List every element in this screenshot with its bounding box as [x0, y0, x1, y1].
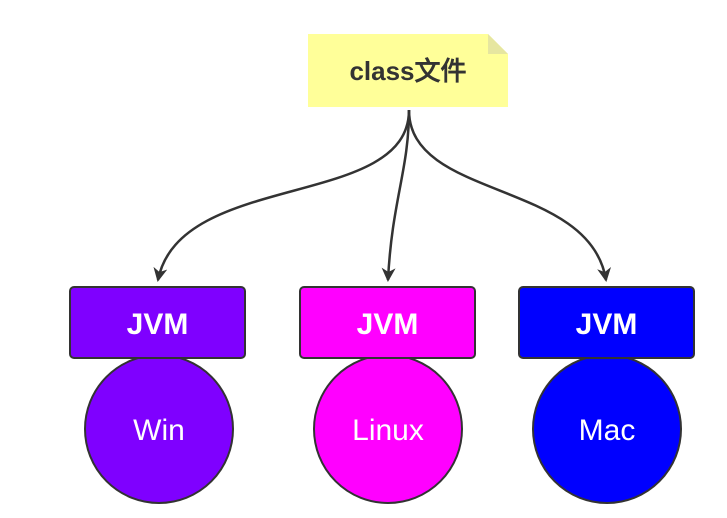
arrow-to-mac: [407, 109, 611, 282]
jvm-box-linux: [299, 286, 476, 359]
jvm-label-mac: JVM: [576, 308, 638, 341]
connectors: [153, 109, 611, 282]
os-label-win: Win: [133, 414, 185, 447]
target-mac: JVM Mac: [518, 286, 695, 504]
jvm-label-win: JVM: [127, 308, 189, 341]
note-fold: [488, 34, 508, 54]
jvm-label-linux: JVM: [357, 308, 419, 341]
target-win: JVM Win: [69, 286, 246, 504]
jvm-box-mac: [518, 286, 695, 359]
source-note: class文件: [308, 34, 508, 107]
note-shape: [308, 34, 508, 107]
os-label-linux: Linux: [352, 414, 424, 447]
note-label: class文件: [349, 56, 466, 86]
arrow-to-win: [153, 109, 411, 282]
target-linux: JVM Linux: [299, 286, 476, 504]
os-label-mac: Mac: [579, 414, 636, 447]
jvm-box-win: [69, 286, 246, 359]
arrow-to-linux: [381, 109, 411, 282]
